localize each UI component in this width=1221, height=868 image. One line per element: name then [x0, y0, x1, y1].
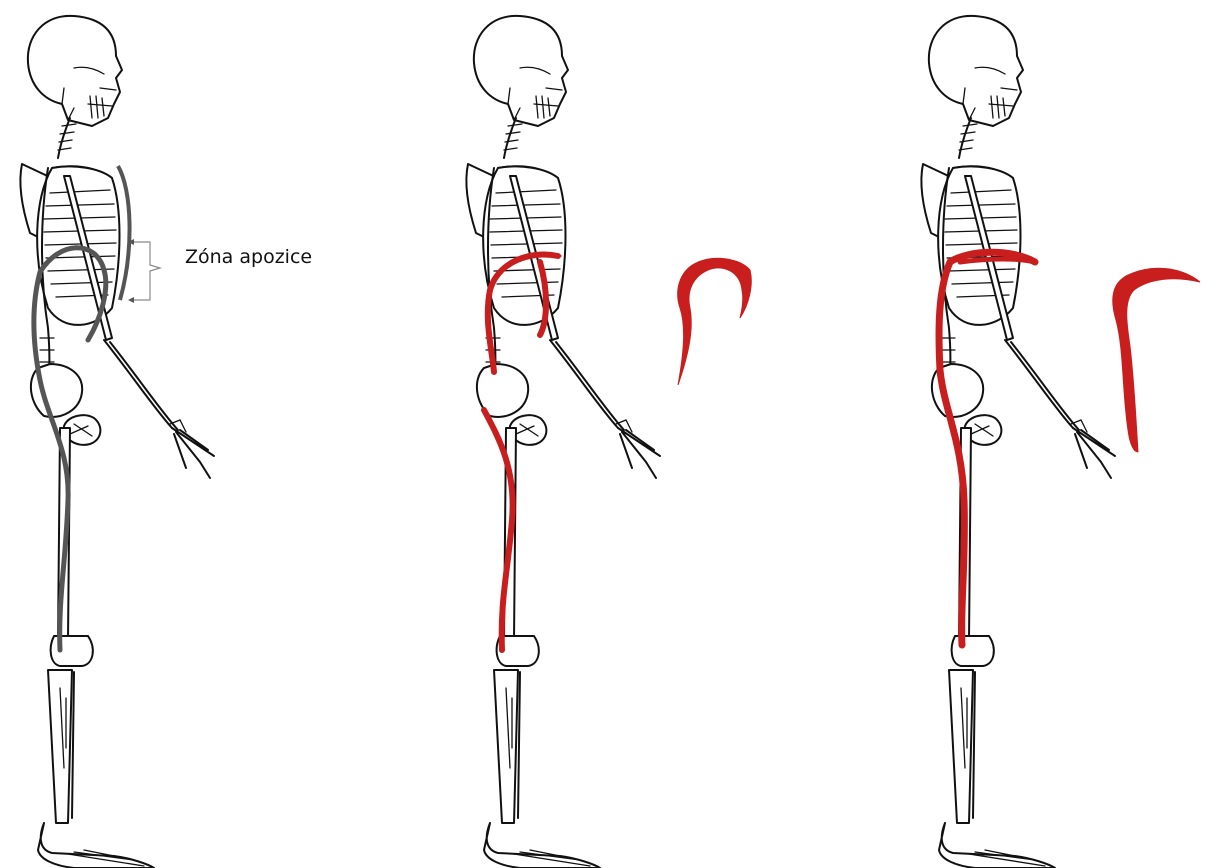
muscle-isolated-middle: [678, 258, 752, 385]
skeleton-middle: [466, 16, 660, 868]
muscle-isolated-right: [1113, 268, 1200, 452]
skeleton-right: [921, 16, 1115, 868]
annotation-label: Zóna apozice: [185, 246, 312, 268]
skeleton-left: [20, 16, 214, 868]
annotation-bracket: [128, 239, 160, 303]
